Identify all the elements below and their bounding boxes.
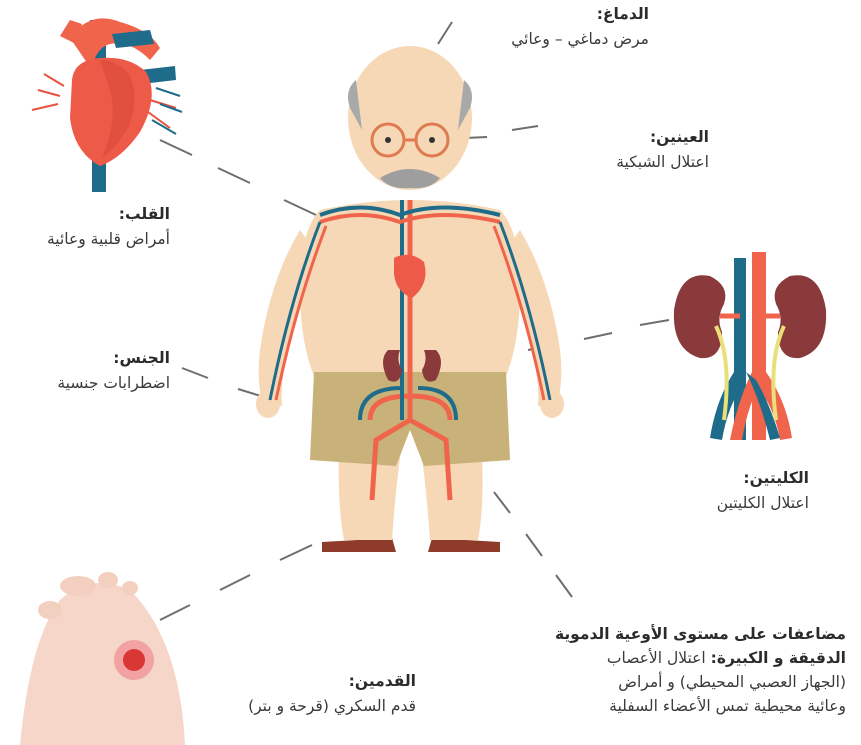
brain-title: الدماغ: xyxy=(511,2,649,27)
kidneys-label: الكليتين: اعتلال الكليتين xyxy=(717,466,809,516)
vascular-title-line2: الدقيقة و الكبيرة: xyxy=(711,649,846,667)
vascular-title-line1: مضاعفات على مستوى الأوعية الدموية xyxy=(506,622,846,646)
foot-illustration xyxy=(20,572,185,745)
sex-label: الجنس: اضطرابات جنسية xyxy=(8,346,170,396)
heart-title: القلب: xyxy=(8,202,170,227)
feet-label: القدمين: قدم السكري (قرحة و بتر) xyxy=(190,669,416,719)
heart-label: القلب: أمراض قلبية وعائية xyxy=(8,202,170,252)
heart-illustration xyxy=(32,18,182,192)
man-illustration xyxy=(256,46,564,552)
feet-desc: قدم السكري (قرحة و بتر) xyxy=(190,694,416,719)
brain-desc: مرض دماغي – وعائي xyxy=(511,27,649,52)
kidneys-illustration xyxy=(674,252,826,440)
vascular-line2: الدقيقة و الكبيرة: اعتلال الأعصاب xyxy=(506,646,846,670)
vascular-desc-line3: وعائية محيطية تمس الأعضاء السفلية xyxy=(506,694,846,718)
feet-title: القدمين: xyxy=(190,669,416,694)
heart-desc: أمراض قلبية وعائية xyxy=(8,227,170,252)
vascular-desc-line2: (الجهاز العصبي المحيطي) و أمراض xyxy=(506,670,846,694)
kidneys-desc: اعتلال الكليتين xyxy=(717,491,809,516)
brain-label: الدماغ: مرض دماغي – وعائي xyxy=(511,2,649,52)
vascular-desc-line1: اعتلال الأعصاب xyxy=(607,649,706,667)
sex-title: الجنس: xyxy=(8,346,170,371)
eyes-label: العينين: اعتلال الشبكية xyxy=(616,125,709,175)
sex-desc: اضطرابات جنسية xyxy=(8,371,170,396)
eyes-desc: اعتلال الشبكية xyxy=(616,150,709,175)
vascular-label: مضاعفات على مستوى الأوعية الدموية الدقيق… xyxy=(506,622,846,718)
eyes-title: العينين: xyxy=(616,125,709,150)
kidneys-title: الكليتين: xyxy=(717,466,809,491)
